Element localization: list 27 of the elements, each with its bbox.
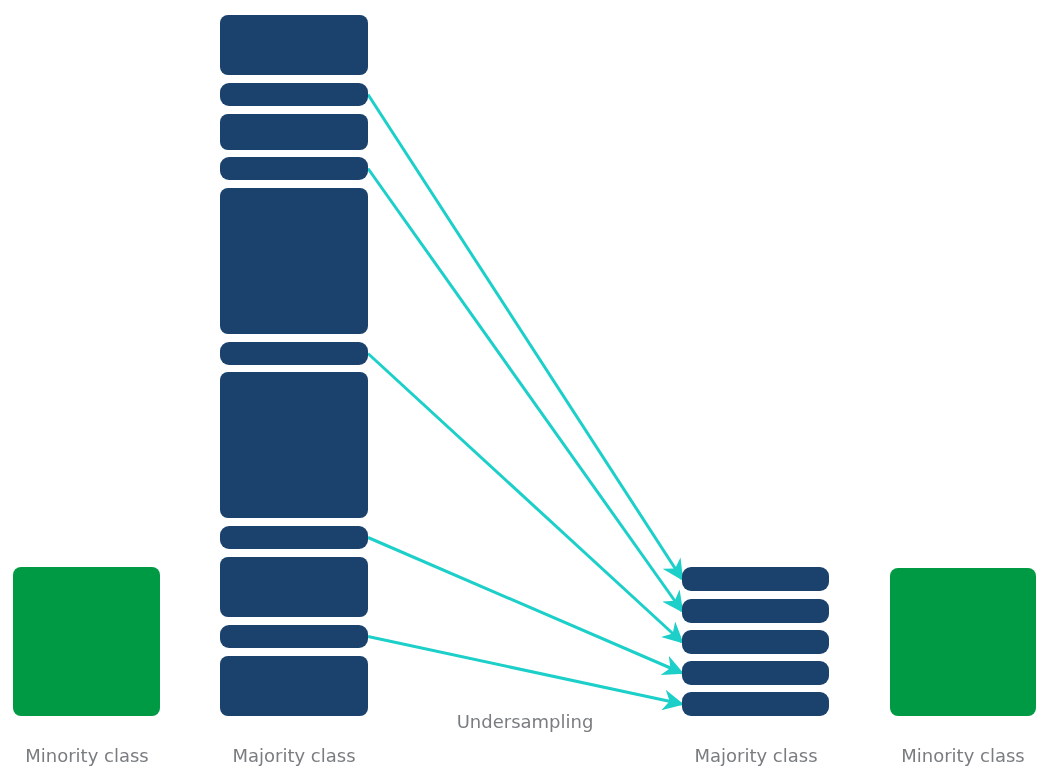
process-label: Undersampling <box>456 711 594 732</box>
sample-bar <box>220 526 368 549</box>
sample-bar <box>220 342 368 365</box>
class-label: Minority class <box>901 745 1025 766</box>
sample-block <box>220 557 368 617</box>
class-label: Majority class <box>232 745 356 766</box>
class-label: Majority class <box>694 745 818 766</box>
sample-block <box>220 15 368 75</box>
sample-bar <box>682 599 829 623</box>
class-label: Minority class <box>25 745 149 766</box>
sample-block <box>13 567 160 716</box>
sample-block <box>220 372 368 518</box>
arrow <box>367 536 684 676</box>
sample-bar <box>682 567 829 591</box>
arrow <box>366 167 684 613</box>
sample-block <box>890 568 1036 716</box>
sample-block <box>220 656 368 716</box>
sample-bar <box>682 661 829 685</box>
arrow <box>366 93 684 581</box>
sample-bar <box>220 83 368 106</box>
sample-bar <box>682 692 829 716</box>
sample-bar <box>220 157 368 180</box>
sample-bar <box>220 625 368 648</box>
sample-block <box>220 114 368 150</box>
sample-block <box>220 188 368 334</box>
sample-bar <box>682 630 829 654</box>
arrow <box>367 352 684 644</box>
